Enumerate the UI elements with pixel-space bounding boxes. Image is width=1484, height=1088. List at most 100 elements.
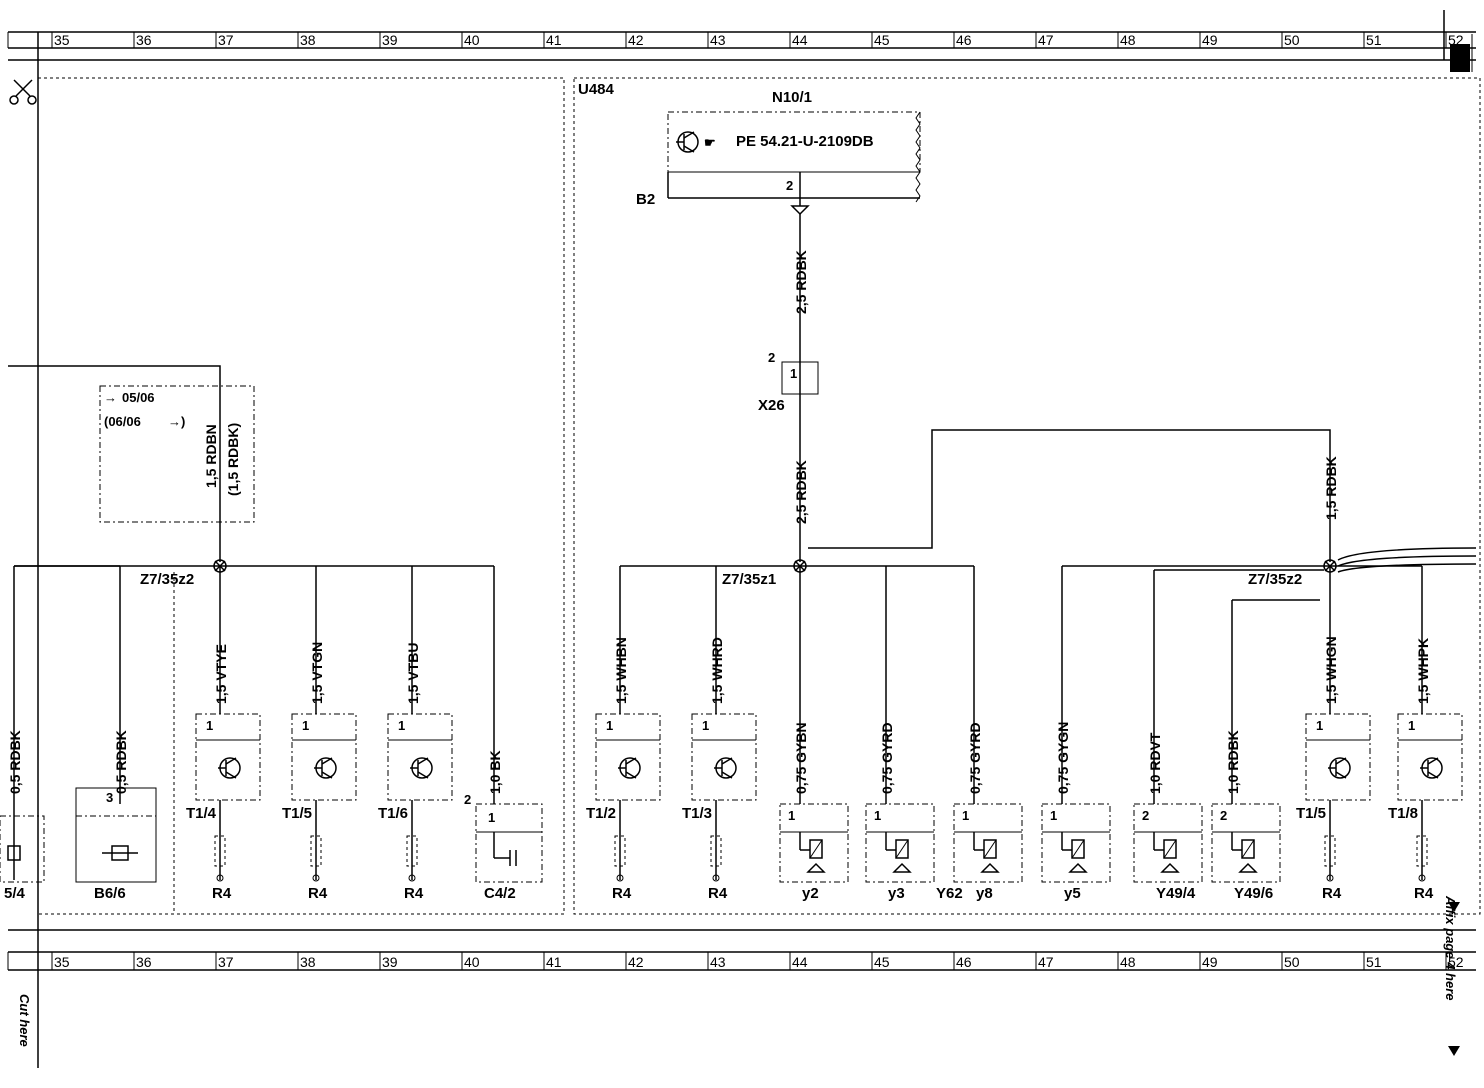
pin-label: 1 [206,718,213,733]
pin-label: 1 [606,718,613,733]
component-box [291,713,357,801]
wire-label: 1,5 VTYE [213,644,229,704]
pin-label: 1 [302,718,309,733]
component-box [779,803,849,883]
wire-label: 0,5 RDBK [113,730,129,794]
resistor-label: R4 [212,885,232,902]
resistor-icon [710,835,722,867]
wire-label-right-top: 1,5 RDBK [1323,456,1339,520]
pin-label: 1 [874,808,881,823]
splice-center: Z7/35z1 [722,571,776,588]
x26-pin-outer: 2 [768,350,775,365]
component-label: Y49/4 [1156,885,1196,902]
module-n10-1: N10/1 ☛ PE 54.21-U-2109DB B2 2 [636,89,921,216]
pin-label: 2 [1220,808,1227,823]
resistor-label: R4 [308,885,328,902]
x26-label: X26 [758,397,785,414]
crossref-arrow-to: → [104,390,117,405]
splice-left: Z7/35z2 [140,571,194,588]
component-label: T1/6 [378,805,408,822]
component-box [953,803,1023,883]
crossref-to: 05/06 [122,390,155,405]
right-section-box [573,77,1481,915]
component-label: 5/4 [4,885,26,902]
column-number: 47 [1038,954,1054,970]
column-number: 49 [1202,954,1218,970]
component-label: Y49/6 [1234,885,1273,902]
column-number: 36 [136,32,152,48]
solenoid-valve-icon [806,839,826,873]
wire-label: 1,0 RDBK [1225,730,1241,794]
component-box [865,803,935,883]
component-box [195,713,261,801]
crossref-box [99,385,255,523]
pin-label: 1 [1316,718,1323,733]
wire-label: 1,5 WHPK [1415,638,1431,704]
column-number: 42 [628,32,644,48]
wire-label: 0,75 GYGN [1055,722,1071,794]
column-number: 39 [382,32,398,48]
column-number: 48 [1120,954,1136,970]
transistor-icon [314,757,337,779]
component-label: T1/2 [586,805,616,822]
solenoid-valve-icon [1160,839,1180,873]
component-label: C4/2 [484,885,516,902]
column-number: 46 [956,32,972,48]
wire-label: 0,75 GYRD [967,722,983,794]
pin-label: 1 [488,810,495,825]
solenoid-valve-icon [892,839,912,873]
component-label: T1/4 [186,805,217,822]
crossref-arrow-from: →) [168,414,185,429]
component-label: T1/8 [1388,805,1418,822]
transistor-icon [714,757,737,779]
component-box [0,815,45,883]
column-number: 38 [300,954,316,970]
component-box [1211,803,1281,883]
component-label: y3 [888,885,905,902]
column-number: 44 [792,32,808,48]
pin-label: 1 [788,808,795,823]
sensor-icon [102,845,138,861]
column-number: 51 [1366,32,1382,48]
transistor-icon [218,757,241,779]
column-number: 50 [1284,954,1300,970]
column-number: 43 [710,954,726,970]
solenoid-valve-icon [1068,839,1088,873]
sensor-icon [7,845,21,861]
resistor-label: R4 [404,885,424,902]
column-number: 42 [628,954,644,970]
resistor-label: R4 [1322,885,1342,902]
pin-label: 1 [702,718,709,733]
wire-label-left-main: 1,5 RDBN [203,424,219,488]
connector-x26: 2 1 X26 [758,350,819,414]
wire-label: 1,5 VTBU [405,643,421,704]
component-box [1133,803,1203,883]
solenoid-valve-icon [980,839,1000,873]
wire-label: 0,75 GYBN [793,722,809,794]
column-number: 40 [464,32,480,48]
component-label: y5 [1064,885,1081,902]
pin-label: 2 [1142,808,1149,823]
transistor-icon [1420,757,1443,779]
pin-outer-label: 2 [464,792,471,807]
transistor-icon [618,757,641,779]
module-ref: PE 54.21-U-2109DB [736,133,874,150]
pin-label: 1 [1050,808,1057,823]
x26-pin-inner: 1 [790,366,797,381]
resistor-label: R4 [612,885,632,902]
component-box [387,713,453,801]
column-number: 49 [1202,32,1218,48]
resistor-label: R4 [1414,885,1434,902]
column-number: 35 [54,32,70,48]
component-box [691,713,757,801]
capacitor-icon [493,832,517,866]
component-label: B6/6 [94,885,126,902]
component-box [75,815,157,883]
